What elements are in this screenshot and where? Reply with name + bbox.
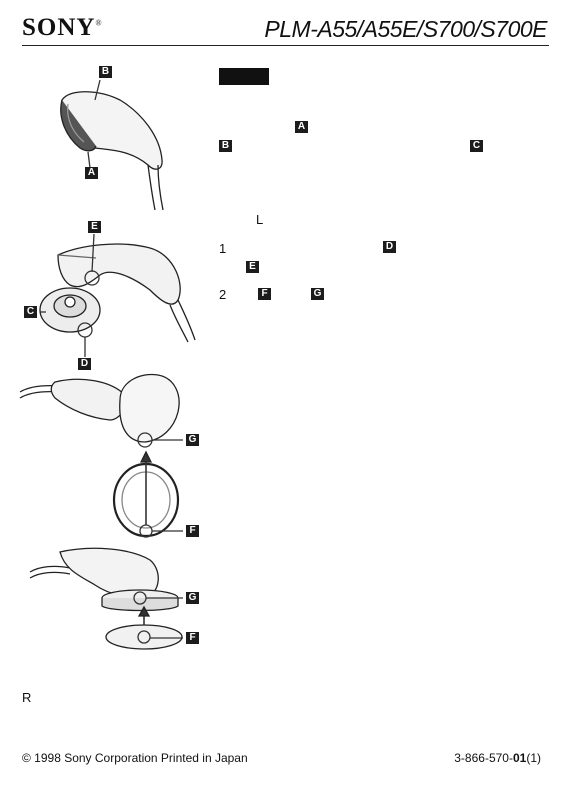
part-number-suffix: (1)	[526, 751, 541, 765]
part-number: 3-866-570-01(1)	[454, 751, 541, 765]
callout-g-fig3: G	[186, 434, 199, 446]
copyright-line: © 1998 Sony Corporation Printed in Japan	[22, 751, 248, 765]
callout-e-fig2: E	[88, 221, 101, 233]
step-1-number: 1	[219, 241, 227, 256]
text-ref-a: A	[295, 121, 308, 133]
l-mark: L	[256, 212, 264, 227]
callout-a-fig1: A	[85, 167, 98, 179]
earphone-side-illustration	[60, 79, 164, 211]
section-heading-bar	[219, 68, 269, 85]
text-ref-b: B	[219, 140, 232, 152]
callout-d-fig2: D	[78, 358, 91, 370]
step2-ref-g: G	[311, 288, 324, 300]
callout-f-fig4: F	[186, 632, 199, 644]
callout-f-fig3: F	[186, 525, 199, 537]
registered-mark: ®	[95, 18, 103, 28]
earphone-ring-illustration	[19, 373, 183, 538]
step1-ref-d: D	[383, 241, 396, 253]
callout-b-fig1: B	[99, 66, 112, 78]
earphone-pad-illustration	[29, 547, 183, 650]
step2-ref-f: F	[258, 288, 271, 300]
earphone-exploded-illustration	[39, 233, 196, 357]
callout-g-fig4: G	[186, 592, 199, 604]
part-number-bold: 01	[512, 751, 527, 765]
sony-logo: SONY®	[22, 14, 103, 42]
model-title: PLM-A55/A55E/S700/S700E	[264, 16, 547, 42]
text-ref-c: C	[470, 140, 483, 152]
part-number-prefix: 3-866-570-	[454, 751, 513, 765]
callout-c-fig2: C	[24, 306, 37, 318]
r-mark: R	[22, 690, 32, 705]
step1-ref-e: E	[246, 261, 259, 273]
step-2-number: 2	[219, 287, 227, 302]
brand-name: SONY	[22, 14, 96, 41]
header-rule	[22, 45, 549, 46]
